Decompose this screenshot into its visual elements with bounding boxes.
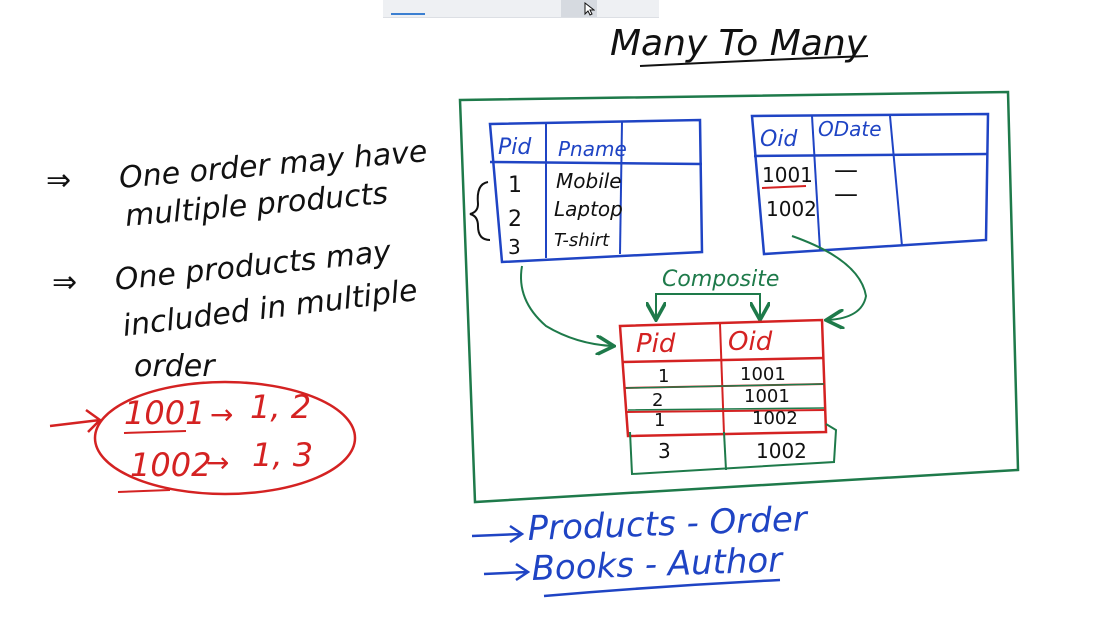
relationship-examples: Products - Order Books - Author xyxy=(471,499,810,598)
junction-header-pid: Pid xyxy=(636,329,676,359)
title-underline xyxy=(639,55,869,67)
orders-cell-odate-1: — xyxy=(834,156,858,184)
example-oval xyxy=(93,380,357,496)
orders-to-junction-arrow xyxy=(791,235,868,320)
junction-cell-pid-1: 1 xyxy=(658,366,669,387)
diagram-frame xyxy=(458,90,1020,504)
orders-cell-oid-2: 1002 xyxy=(766,197,817,221)
products-header-pname: Pname xyxy=(558,137,627,161)
example-pointer-arrow xyxy=(49,408,102,433)
products-col-rule-2 xyxy=(619,121,623,255)
example-products-2: 1, 3 xyxy=(252,436,313,474)
junction-cell-oid-3: 1002 xyxy=(752,408,798,429)
products-header-rule xyxy=(489,160,703,166)
example-order-1: 1001 xyxy=(124,394,205,432)
note-line-2c: order xyxy=(134,349,216,384)
app-toolbar xyxy=(383,0,659,18)
junction-extra-row-border xyxy=(629,423,838,476)
example-arrow-2: → xyxy=(206,446,229,479)
orders-header-rule xyxy=(753,152,989,158)
orders-col-rule-2 xyxy=(889,115,903,247)
junction-cell-oid-2: 1001 xyxy=(744,386,790,407)
junction-cell-oid-1: 1001 xyxy=(740,364,786,385)
example-order-2: 1002 xyxy=(130,446,211,484)
junction-col-rule xyxy=(719,323,725,435)
examples-underline xyxy=(543,578,781,598)
products-cell-pname-2: Laptop xyxy=(554,197,623,221)
junction-cell-pid-4: 3 xyxy=(658,439,671,463)
active-tool-underline xyxy=(391,13,425,15)
orders-header-odate: ODate xyxy=(818,117,882,141)
junction-cell-pid-3: 1 xyxy=(654,410,665,431)
junction-extra-col-rule xyxy=(723,431,727,471)
products-cell-pid-1: 1 xyxy=(508,173,522,198)
example-arrow-products xyxy=(471,524,525,544)
products-cell-pid-3: 3 xyxy=(508,235,521,259)
junction-table: Pid Oid 1 1001 2 1001 1 1002 3 1002 xyxy=(618,318,838,476)
products-table-border xyxy=(488,118,704,264)
junction-header-rule xyxy=(621,356,825,364)
orders-header-oid: Oid xyxy=(760,127,798,152)
bullet-arrow-2: ⇒ xyxy=(52,265,77,300)
cursor-icon xyxy=(584,2,595,16)
products-row-brace xyxy=(469,181,491,241)
composite-key-label: Composite xyxy=(662,267,779,292)
example-arrow-books xyxy=(483,562,531,582)
products-cell-pid-2: 2 xyxy=(508,207,522,232)
selected-tool-button[interactable] xyxy=(561,0,597,17)
junction-table-border xyxy=(618,318,828,438)
junction-row-highlight-green xyxy=(625,383,825,411)
products-header-pid: Pid xyxy=(498,135,532,160)
orders-oid-underline xyxy=(761,185,807,189)
example-underline-1 xyxy=(123,430,187,434)
junction-header-oid: Oid xyxy=(728,327,773,357)
orders-col-rule-1 xyxy=(811,115,821,251)
notes-section: ⇒ One order may have multiple products ⇒… xyxy=(46,134,429,384)
products-cell-pname-3: T-shirt xyxy=(554,230,610,251)
products-table: Pid Pname 1 Mobile 2 Laptop 3 T-shirt xyxy=(469,118,704,264)
bullet-arrow-1: ⇒ xyxy=(46,163,71,198)
example-mapping: 1001 → 1, 2 1002 → 1, 3 xyxy=(49,380,357,496)
products-to-junction-arrow xyxy=(520,265,612,346)
example-arrow-1: → xyxy=(210,398,233,431)
orders-cell-oid-1: 1001 xyxy=(762,163,813,187)
junction-row-rule-2 xyxy=(625,409,827,413)
composite-bracket xyxy=(655,293,761,316)
junction-cell-pid-2: 2 xyxy=(652,390,663,411)
orders-cell-odate-2: — xyxy=(834,180,858,208)
example-underline-2 xyxy=(117,489,171,493)
products-cell-pname-1: Mobile xyxy=(556,169,622,193)
junction-cell-oid-4: 1002 xyxy=(756,439,807,463)
orders-table: Oid ODate 1001 — 1002 — xyxy=(750,112,990,256)
orders-table-border xyxy=(750,112,990,256)
example-products-1: 1, 2 xyxy=(250,388,311,426)
example-products-order: Products - Order xyxy=(527,499,810,549)
